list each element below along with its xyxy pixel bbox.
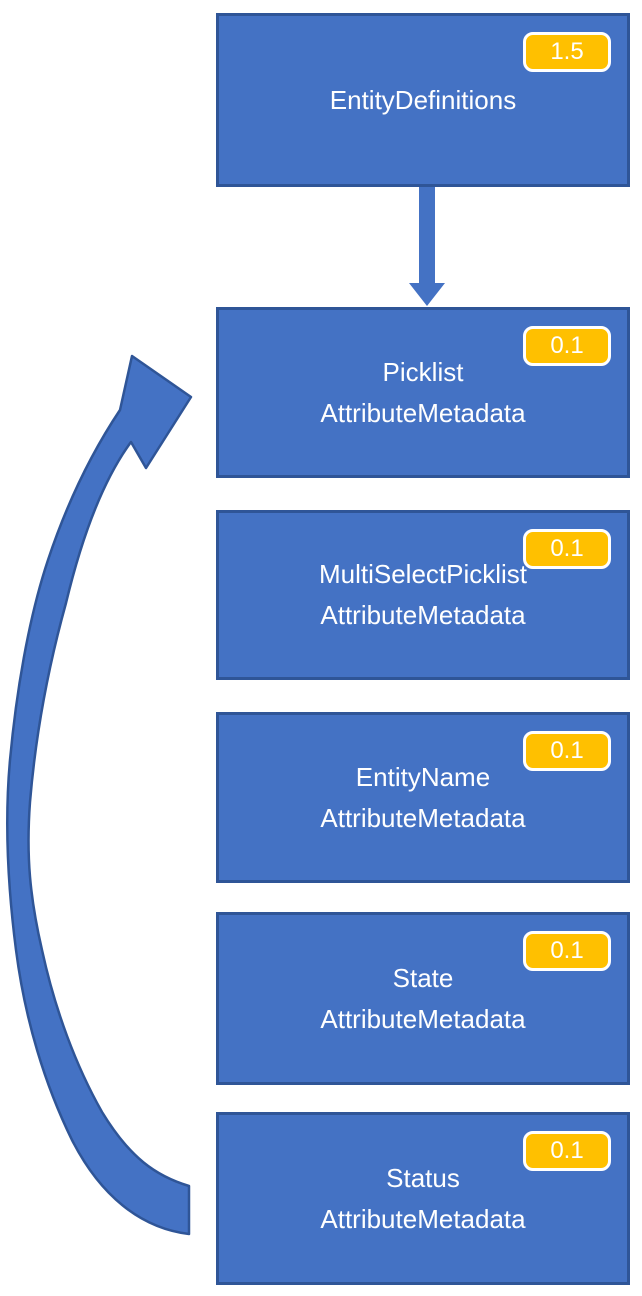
version-badge: 0.1 xyxy=(523,529,611,569)
node-label-line1: MultiSelectPicklist xyxy=(318,559,528,589)
node-label-line1: Status xyxy=(386,1162,460,1193)
node-label-line2: AttributeMetadata xyxy=(320,600,526,630)
version-badge: 0.1 xyxy=(523,1131,611,1171)
node-state-attribute-metadata: 0.1 State AttributeMetadata xyxy=(216,912,630,1085)
node-status-attribute-metadata: 0.1 Status AttributeMetadata xyxy=(216,1112,630,1285)
version-badge: 1.5 xyxy=(523,32,611,72)
node-picklist-attribute-metadata: 0.1 Picklist AttributeMetadata xyxy=(216,307,630,478)
node-multiselect-picklist-attribute-metadata: 0.1 MultiSelectPicklist AttributeMetadat… xyxy=(216,510,630,680)
version-badge: 0.1 xyxy=(523,931,611,971)
node-entity-name-attribute-metadata: 0.1 EntityName AttributeMetadata xyxy=(216,712,630,883)
node-entity-definitions: 1.5 EntityDefinitions xyxy=(216,13,630,187)
down-arrow-connector xyxy=(409,185,445,306)
version-badge: 0.1 xyxy=(523,326,611,366)
node-label-line1: EntityName xyxy=(355,761,491,792)
node-label-line2: AttributeMetadata xyxy=(320,802,526,833)
node-label-line1: Picklist xyxy=(382,356,464,387)
node-label-line2: AttributeMetadata xyxy=(320,397,526,428)
node-label-line2: AttributeMetadata xyxy=(320,1003,526,1034)
node-label-line2: AttributeMetadata xyxy=(320,1203,526,1234)
curved-arrow-connector xyxy=(6,354,193,1236)
node-label-line1: EntityDefinitions xyxy=(329,84,517,115)
node-label-line1: State xyxy=(392,962,454,993)
version-badge: 0.1 xyxy=(523,731,611,771)
